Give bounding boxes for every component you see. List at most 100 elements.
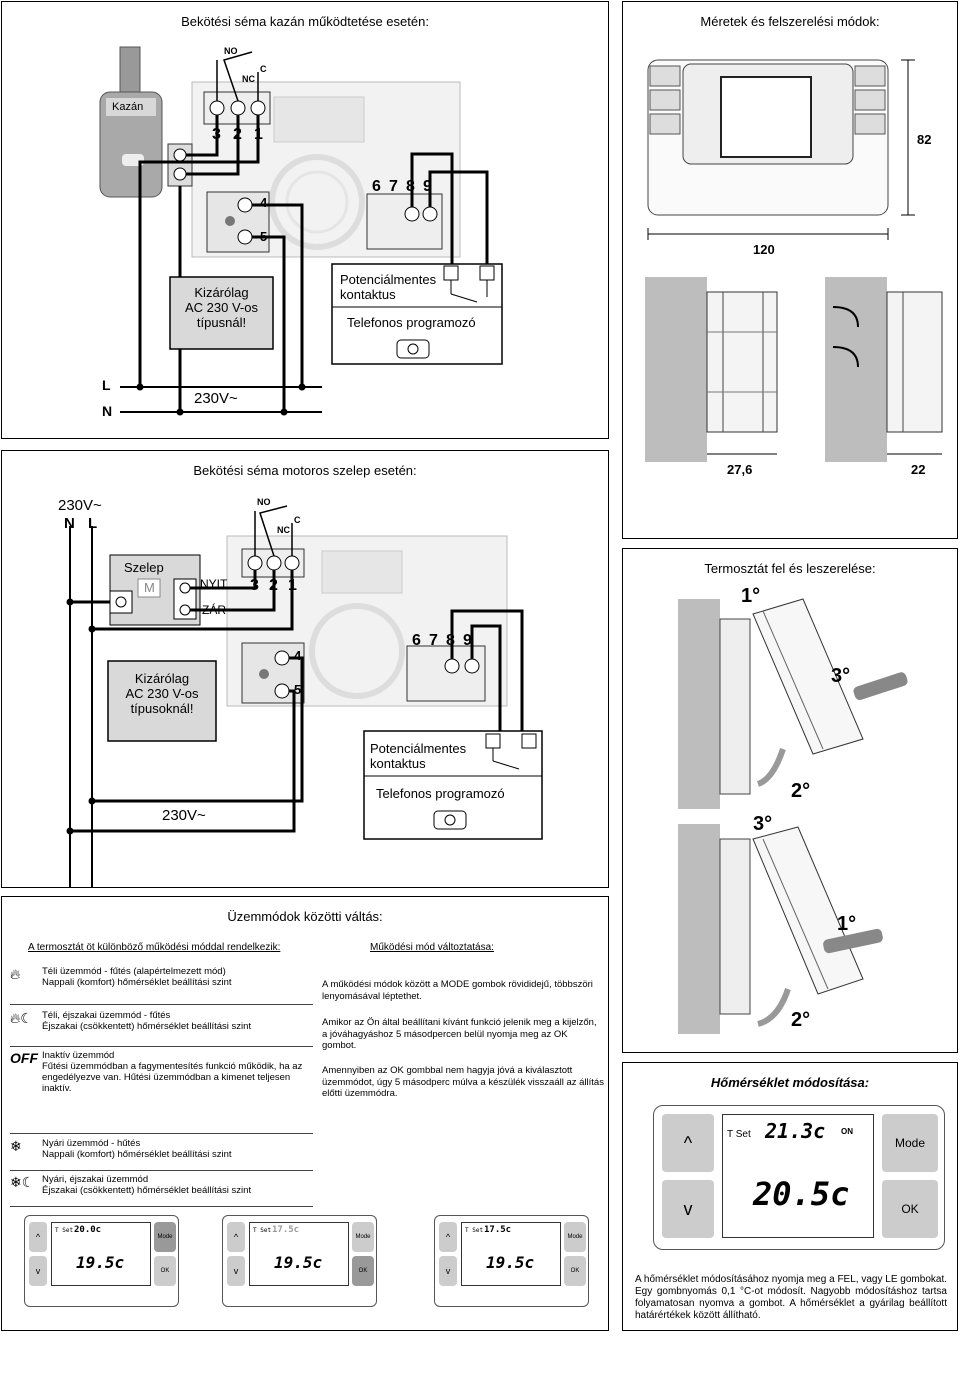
kazan-label: Kazán <box>112 101 144 113</box>
mount-bottom-step-2: 2° <box>791 1009 811 1031</box>
szelep-terminal-8: 8 <box>446 632 455 649</box>
kazan-c-label: C <box>260 64 267 74</box>
kazan-n-label: N <box>102 403 113 419</box>
small2-tset: T Set <box>253 1227 272 1234</box>
small2-up-button[interactable]: ^ <box>227 1222 245 1252</box>
small1-tset: T Set <box>55 1227 74 1234</box>
dim-depth-27-6: 27,6 <box>727 462 753 477</box>
szelep-terminal-7: 7 <box>429 632 438 649</box>
szelep-terminal-9: 9 <box>463 632 472 649</box>
szelep-zar-label: ZÁR <box>202 603 226 617</box>
panel-kazan-wiring: Bekötési séma kazán működtetése esetén: <box>1 1 609 439</box>
large-mode-button[interactable]: Mode <box>882 1114 938 1172</box>
modes-left-header: A termosztát öt különböző működési módda… <box>28 942 281 953</box>
dim-height-82: 82 <box>917 132 932 147</box>
mount-top-step-2: 2° <box>791 780 811 802</box>
panel-kazan-title: Bekötési séma kazán működtetése esetén: <box>181 14 429 29</box>
mounting-diagram <box>678 598 908 1034</box>
large-down-button[interactable]: v <box>662 1180 714 1238</box>
mode-name-winter-night: Téli, éjszakai üzemmód - fűtés <box>42 1010 171 1021</box>
small1-ok-button[interactable]: OK <box>154 1256 176 1286</box>
small2-main-value: 19.5c <box>274 1253 323 1272</box>
small-thermostat-2: ^ v T Set 17.5c 19.5c Mode OK <box>222 1215 377 1307</box>
mode-name-summer-night: Nyári, éjszakai üzemmód <box>42 1174 149 1185</box>
small1-lcd: T Set 20.0c 19.5c <box>51 1222 151 1286</box>
mount-bottom-step-1: 1° <box>837 913 857 935</box>
szelep-pot-contact-text: Potenciálmentes kontaktus <box>370 741 467 771</box>
kazan-terminal-5: 5 <box>260 229 268 244</box>
kazan-terminal-1: 1 <box>254 126 263 143</box>
small3-lcd: T Set 17.5c 19.5c <box>461 1222 561 1286</box>
szelep-n-label: N <box>64 515 75 532</box>
kazan-phone-text: Telefonos programozó <box>347 315 476 330</box>
small1-up-button[interactable]: ^ <box>29 1222 47 1252</box>
szelep-c-label: C <box>294 515 301 525</box>
small3-ok-button[interactable]: OK <box>564 1256 586 1286</box>
panel-szelep-wiring: Bekötési séma motoros szelep esetén: <box>1 450 609 888</box>
large-main-value: 20.5c <box>753 1175 850 1213</box>
kazan-no-label: NO <box>224 46 238 56</box>
szelep-voltage-bottom: 230V~ <box>162 807 206 824</box>
kazan-l-label: L <box>102 377 111 393</box>
mode-desc-summer-night: Éjszakai (csökkentett) hőmérséklet beáll… <box>42 1185 252 1196</box>
small3-set-value: 17.5c <box>484 1225 512 1235</box>
panel-modes: Üzemmódok közötti váltás: A termosztát ö… <box>1 896 609 1331</box>
large-up-button[interactable]: ^ <box>662 1114 714 1172</box>
dim-width-120: 120 <box>753 242 775 257</box>
flame-moon-icon: 🔥︎☾ <box>10 1010 33 1026</box>
dim-depth-22: 22 <box>911 462 926 477</box>
large-thermostat: ^ v T Set 21.3c ON 20.5c Mode OK <box>653 1105 945 1250</box>
szelep-terminal-1: 1 <box>288 577 297 594</box>
small-thermostat-3: ^ v T Set 17.5c 19.5c Mode OK <box>434 1215 589 1307</box>
szelep-l-label: L <box>88 515 98 532</box>
szelep-terminal-6: 6 <box>412 632 421 649</box>
small2-down-button[interactable]: v <box>227 1256 245 1286</box>
kazan-terminal-3: 3 <box>212 126 221 143</box>
kazan-warning-text: Kizárólag AC 230 V-os típusnál! <box>185 285 258 330</box>
dimensions-diagram <box>645 59 943 462</box>
szelep-wiring-diagram <box>66 505 543 887</box>
kazan-terminal-6: 6 <box>372 178 381 195</box>
kazan-terminal-9: 9 <box>423 178 432 195</box>
small2-set-value: 17.5c <box>272 1225 300 1235</box>
small3-up-button[interactable]: ^ <box>439 1222 457 1252</box>
panel-temperature-title: Hőmérséklet módosítása: <box>710 1075 870 1090</box>
panel-szelep-title: Bekötési séma motoros szelep esetén: <box>193 463 417 478</box>
small1-main-value: 19.5c <box>76 1253 125 1272</box>
small2-mode-button[interactable]: Mode <box>352 1222 374 1252</box>
small-thermostat-1: ^ v T Set 20.0c 19.5c Mode OK <box>24 1215 179 1307</box>
modes-paragraph-3: Amennyiben az OK gombbal nem hagyja jóvá… <box>322 1065 604 1099</box>
kazan-terminal-4: 4 <box>260 195 268 210</box>
small1-mode-button[interactable]: Mode <box>154 1222 176 1252</box>
small2-ok-button[interactable]: OK <box>352 1256 374 1286</box>
kazan-pot-contact-text: Potenciálmentes kontaktus <box>340 272 437 302</box>
mode-name-winter: Téli üzemmód - fűtés (alapértelmezett mó… <box>42 966 226 977</box>
large-tset: T Set <box>727 1129 751 1140</box>
large-lcd: T Set 21.3c ON 20.5c <box>722 1114 874 1238</box>
kazan-terminal-2: 2 <box>233 126 242 143</box>
szelep-nc-label: NC <box>277 525 290 535</box>
small1-set-value: 20.0c <box>74 1225 102 1235</box>
mode-desc-summer: Nappali (komfort) hőmérséklet beállítási… <box>42 1149 232 1160</box>
szelep-terminal-5: 5 <box>294 682 302 697</box>
mode-row-winter: 🔥︎ Téli üzemmód - fűtés (alapértelmezett… <box>10 965 313 1005</box>
large-set-value: 21.3c <box>765 1119 826 1143</box>
small3-tset: T Set <box>465 1227 484 1234</box>
panel-temperature: Hőmérséklet módosítása: ^ v T Set 21.3c … <box>622 1062 958 1331</box>
kazan-terminal-8: 8 <box>406 178 415 195</box>
snowflake-icon: ❄ <box>10 1138 22 1154</box>
mount-top-step-3: 3° <box>831 665 851 687</box>
kazan-nc-label: NC <box>242 74 255 84</box>
small2-lcd: T Set 17.5c 19.5c <box>249 1222 349 1286</box>
off-icon: OFF <box>10 1050 38 1066</box>
small3-down-button[interactable]: v <box>439 1256 457 1286</box>
kazan-voltage-label: 230V~ <box>194 390 238 407</box>
kazan-terminal-7: 7 <box>389 178 398 195</box>
mount-top-step-1: 1° <box>741 585 761 607</box>
small1-down-button[interactable]: v <box>29 1256 47 1286</box>
large-ok-button[interactable]: OK <box>882 1180 938 1238</box>
small3-mode-button[interactable]: Mode <box>564 1222 586 1252</box>
szelep-no-label: NO <box>257 497 271 507</box>
